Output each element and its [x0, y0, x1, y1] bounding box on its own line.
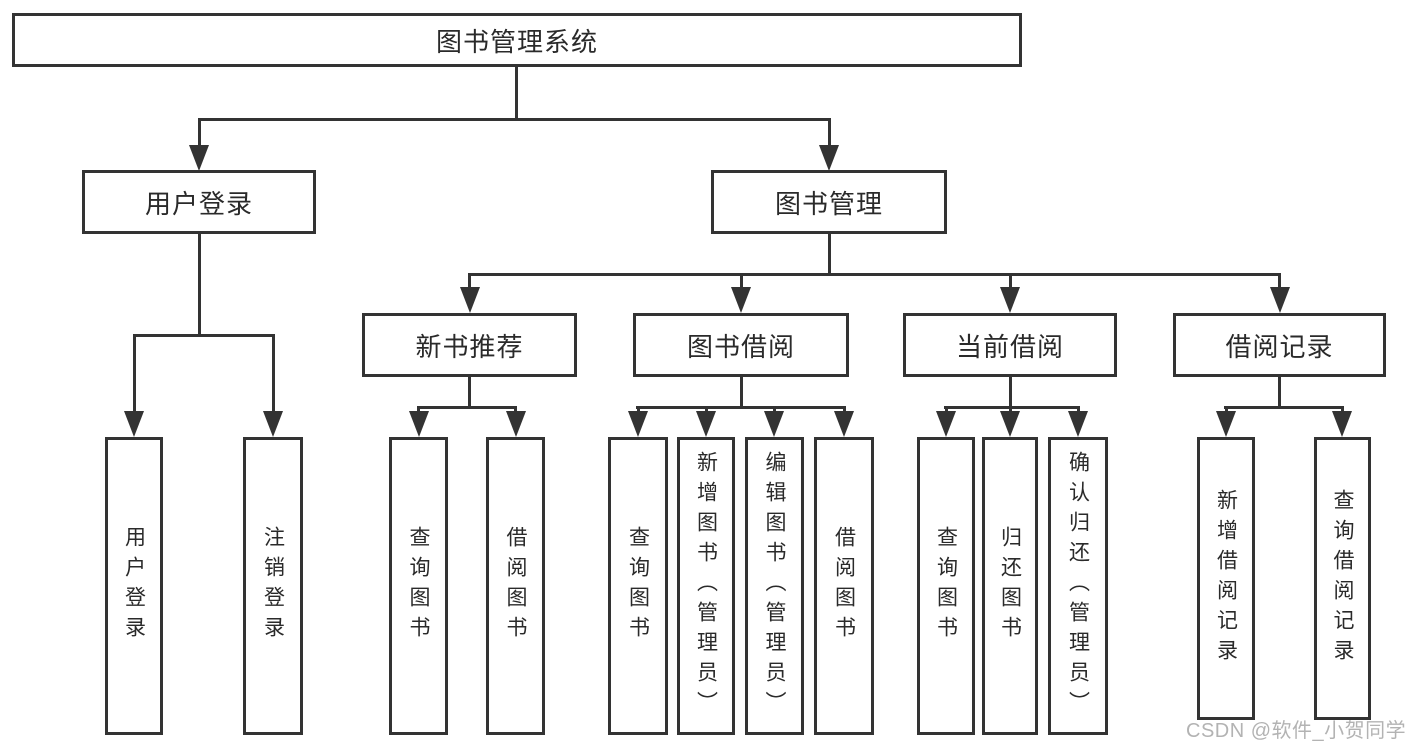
connector-cb-confirm-line [1077, 406, 1080, 414]
node-leaf-bb-add: 新增图书（管理员） [677, 437, 735, 735]
connector-rec-stub [468, 376, 471, 407]
connector-user-login-line [198, 118, 201, 148]
connector-rec-query-line [417, 406, 420, 414]
connector-mgmt-trunk [828, 233, 831, 276]
node-leaf-user-login-label: 用户登录 [122, 526, 146, 646]
connector-book-mgmt-line [828, 118, 831, 148]
connector-rec-bar [417, 406, 517, 409]
connector-book-borrow-line [740, 273, 743, 289]
connector-cb-return-line [1009, 406, 1012, 414]
connector-user-trunk [198, 233, 201, 337]
node-book-mgmt: 图书管理 [711, 170, 947, 234]
node-borrow-record: 借阅记录 [1173, 313, 1386, 377]
node-leaf-user-login: 用户登录 [105, 437, 163, 735]
arrow-user-login-icon [189, 145, 209, 171]
node-leaf-bb-borrow: 借阅图书 [814, 437, 874, 735]
arrow-bb-add-icon [696, 411, 716, 437]
node-leaf-bb-edit: 编辑图书（管理员） [745, 437, 804, 735]
node-borrow-record-label: 借阅记录 [1225, 331, 1334, 362]
connector-leaf-user-login-line [133, 334, 136, 412]
node-book-mgmt-label: 图书管理 [774, 188, 883, 219]
node-leaf-rec-borrow-label: 借阅图书 [504, 526, 527, 646]
connector-level2-bar [198, 118, 831, 121]
node-book-borrow: 图书借阅 [633, 313, 849, 377]
node-user-login-label: 用户登录 [144, 188, 253, 219]
csdn-watermark: CSDN @软件_小贺同学 [1186, 720, 1405, 742]
node-leaf-cb-confirm: 确认归还（管理员） [1048, 437, 1108, 735]
connector-br-query-line [1341, 406, 1344, 414]
node-new-book-rec-label: 新书推荐 [415, 331, 524, 362]
node-leaf-cb-return-label: 归还图书 [998, 526, 1022, 646]
connector-bb-query-line [637, 406, 640, 414]
arrow-br-query-icon [1332, 411, 1352, 437]
arrow-cb-return-icon [1000, 411, 1020, 437]
node-leaf-bb-edit-label: 编辑图书（管理员） [763, 451, 786, 721]
node-leaf-br-query-label: 查询借阅记录 [1331, 488, 1354, 669]
connector-bb-borrow-line [843, 406, 846, 414]
node-leaf-rec-borrow: 借阅图书 [486, 437, 545, 735]
node-leaf-rec-query: 查询图书 [389, 437, 448, 735]
connector-user-bar [133, 334, 275, 337]
node-leaf-bb-borrow-label: 借阅图书 [832, 526, 856, 646]
connector-leaf-logout-line [272, 334, 275, 412]
connector-level3-bar [469, 273, 1281, 276]
node-leaf-br-add: 新增借阅记录 [1197, 437, 1255, 720]
arrow-borrow-record-icon [1270, 287, 1290, 313]
node-leaf-logout-label: 注销登录 [261, 526, 285, 646]
node-leaf-rec-query-label: 查询图书 [407, 526, 430, 646]
node-root-label: 图书管理系统 [435, 26, 598, 57]
arrow-rec-query-icon [409, 411, 429, 437]
connector-br-add-line [1225, 406, 1228, 414]
arrow-cb-query-icon [936, 411, 956, 437]
node-leaf-logout: 注销登录 [243, 437, 303, 735]
arrow-bb-borrow-icon [834, 411, 854, 437]
arrow-book-borrow-icon [731, 287, 751, 313]
arrow-br-add-icon [1216, 411, 1236, 437]
connector-bb-bar [636, 406, 844, 409]
node-book-borrow-label: 图书借阅 [686, 331, 795, 362]
node-leaf-br-add-label: 新增借阅记录 [1214, 488, 1238, 669]
arrow-new-book-rec-icon [460, 287, 480, 313]
connector-root-trunk [515, 66, 518, 120]
node-leaf-bb-add-label: 新增图书（管理员） [694, 451, 718, 721]
connector-br-bar [1224, 406, 1342, 409]
connector-br-stub [1278, 376, 1281, 407]
arrow-rec-borrow-icon [506, 411, 526, 437]
connector-cb-query-line [945, 406, 948, 414]
connector-current-borrow-line [1009, 273, 1012, 289]
connector-bb-stub [740, 376, 743, 407]
arrow-cb-confirm-icon [1068, 411, 1088, 437]
arrow-bb-edit-icon [764, 411, 784, 437]
connector-new-book-rec-line [468, 273, 471, 289]
connector-rec-borrow-line [514, 406, 517, 414]
node-new-book-rec: 新书推荐 [362, 313, 577, 377]
connector-bb-add-line [705, 406, 708, 414]
node-current-borrow-label: 当前借阅 [955, 331, 1064, 362]
node-root: 图书管理系统 [12, 13, 1022, 67]
node-leaf-cb-query-label: 查询图书 [934, 526, 958, 646]
arrow-current-borrow-icon [1000, 287, 1020, 313]
connector-borrow-record-line [1278, 273, 1281, 289]
node-leaf-bb-query: 查询图书 [608, 437, 668, 735]
node-current-borrow: 当前借阅 [903, 313, 1117, 377]
arrow-leaf-logout-icon [263, 411, 283, 437]
node-leaf-bb-query-label: 查询图书 [626, 526, 650, 646]
arrow-bb-query-icon [628, 411, 648, 437]
node-leaf-cb-query: 查询图书 [917, 437, 975, 735]
connector-bb-edit-line [773, 406, 776, 414]
node-leaf-cb-return: 归还图书 [982, 437, 1038, 735]
connector-cb-stub [1009, 376, 1012, 407]
node-leaf-cb-confirm-label: 确认归还（管理员） [1066, 451, 1090, 721]
node-user-login: 用户登录 [82, 170, 316, 234]
arrow-book-mgmt-icon [819, 145, 839, 171]
node-leaf-br-query: 查询借阅记录 [1314, 437, 1371, 720]
arrow-leaf-user-login-icon [124, 411, 144, 437]
